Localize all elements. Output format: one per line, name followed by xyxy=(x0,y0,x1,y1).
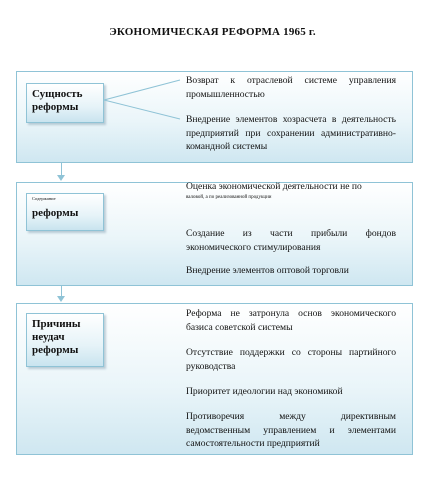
panel-failure-reasons xyxy=(16,303,413,455)
failure-item-4: Противоречия между директивным ведомстве… xyxy=(186,411,396,449)
essence-item-2: Внедрение элементов хозрасчета в деятель… xyxy=(186,114,396,152)
diagram-title: ЭКОНОМИЧЕСКАЯ РЕФОРМА 1965 г. xyxy=(109,26,316,38)
down-arrow-icon xyxy=(57,163,67,183)
label-content-small: Содержание xyxy=(32,196,56,201)
failure-item-1: Реформа не затронула основ экономическог… xyxy=(186,308,396,333)
content-item-2: Создание из части прибыли фондов экономи… xyxy=(186,228,396,253)
failure-item-2: Отсутствие поддержки со стороны партийно… xyxy=(186,347,396,372)
content-item-3: Внедрение элементов оптовой торговли xyxy=(186,265,349,276)
label-essence: Сущность реформы xyxy=(26,83,104,123)
content-item-1-small: валовой, а по реализованной продукции xyxy=(186,195,272,200)
down-arrow-icon xyxy=(57,286,67,304)
label-failure-reasons: Причины неудач реформы xyxy=(26,313,104,367)
failure-item-3: Приоритет идеологии над экономикой xyxy=(186,386,343,397)
label-content: Содержание реформы xyxy=(26,193,104,231)
essence-item-1: Возврат к отраслевой системе управления … xyxy=(186,75,396,100)
label-content-main: реформы xyxy=(32,207,79,219)
content-item-1: Оценка экономической деятельности не по xyxy=(186,181,362,192)
